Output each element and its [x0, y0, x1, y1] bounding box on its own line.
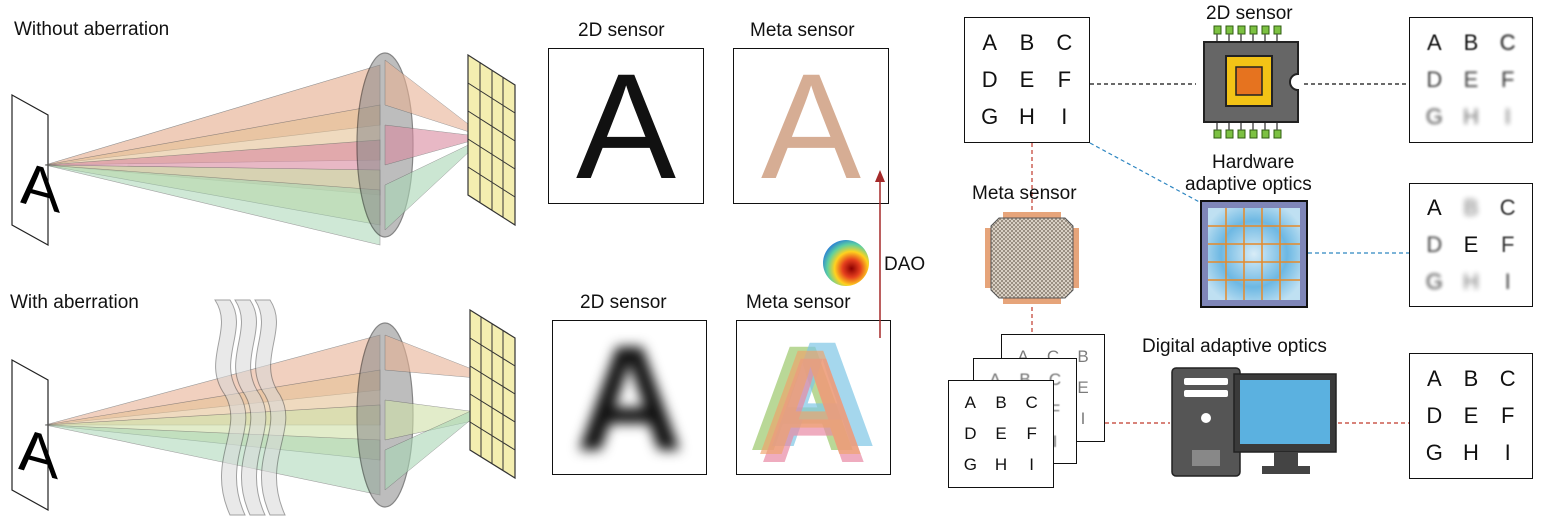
- grid-letter: G: [1425, 104, 1443, 130]
- grid-letter: A: [1017, 346, 1029, 366]
- grid-letter: B: [1463, 195, 1479, 221]
- grid-letter: C: [1499, 29, 1516, 55]
- grid-letter: B: [995, 392, 1007, 412]
- grid-letter: E: [995, 423, 1007, 443]
- dao-label: DAO: [884, 254, 926, 275]
- grid-letter: B: [1077, 346, 1089, 366]
- bottom-2d-sensor-image: A: [552, 320, 707, 475]
- grid-letter: A: [1426, 195, 1442, 221]
- pixel-sensor-top: [467, 53, 516, 227]
- grid-letter: C: [1025, 392, 1038, 412]
- grid-letter: H: [994, 455, 1008, 475]
- chip-2d-sensor-label: 2D sensor: [1206, 3, 1293, 24]
- meta-sensor-chip-label: Meta sensor: [972, 183, 1077, 204]
- grid-letter: I: [1061, 104, 1068, 130]
- bottom-meta-sensor-image: A A A A: [736, 320, 891, 475]
- object-letter-bottom: A: [18, 415, 58, 493]
- grid-letter: G: [981, 104, 999, 130]
- grid-letter: H: [1019, 104, 1035, 130]
- grid-letter: F: [1057, 66, 1072, 92]
- grid-letter: E: [1463, 66, 1479, 92]
- without-aberration-label: Without aberration: [14, 19, 170, 40]
- grid-letter: I: [1504, 440, 1511, 466]
- grid-letter: A: [980, 365, 1010, 396]
- grid-letter: I: [1504, 268, 1511, 294]
- ghost-letter-green: A: [748, 320, 857, 475]
- top-2d-sensor-image: A: [548, 48, 704, 204]
- grid-letter: E: [1077, 377, 1089, 397]
- grid-letter: C: [1499, 195, 1516, 221]
- optical-setup-with-aberration: A: [11, 299, 516, 516]
- top-meta-sensor-image: A: [733, 48, 889, 204]
- grid-letter: I: [1504, 104, 1511, 130]
- aberration-layers: [214, 299, 287, 516]
- grid-letter: F: [1026, 423, 1037, 443]
- hardware-ao-label-line1: Hardware: [1212, 152, 1295, 173]
- grid-letter: A: [1426, 29, 1442, 55]
- deformable-mirror-icon: [1200, 200, 1308, 308]
- dao-arrow: [875, 170, 885, 338]
- grid-letter: F: [1500, 402, 1515, 428]
- digital-ao-label: Digital adaptive optics: [1142, 336, 1327, 357]
- grid-letter: H: [1463, 440, 1479, 466]
- ghost-letter-orange: A: [756, 320, 865, 475]
- grid-letter: A: [964, 392, 976, 412]
- pixel-sensor-bottom: [469, 308, 516, 480]
- wavefront-icon: [823, 240, 869, 286]
- grid-letter: B: [1463, 29, 1479, 55]
- grid-letter: A: [1426, 365, 1442, 391]
- grid-letter: D: [964, 423, 977, 443]
- grid-letter: I: [1029, 455, 1035, 475]
- ghost-letter-pink: A: [759, 326, 868, 475]
- grid-letter: G: [963, 455, 977, 475]
- optical-setup-without-aberration: A: [11, 52, 516, 247]
- grid-letter: D: [981, 66, 998, 92]
- top-2d-sensor-title: 2D sensor: [578, 20, 665, 41]
- grid-letter: G: [1425, 268, 1443, 294]
- meta-sensor-chip-icon: [985, 212, 1079, 304]
- ghost-letter-blue: A: [768, 320, 877, 475]
- meta-letter: A: [760, 42, 862, 210]
- computer-icon: [1171, 367, 1337, 477]
- grid-letter: D: [1426, 402, 1443, 428]
- chip-icon: [1203, 25, 1299, 139]
- grid-letter: D: [1426, 231, 1443, 257]
- object-letter-top: A: [20, 148, 60, 226]
- grid-letter: B: [1019, 29, 1035, 55]
- grid-letter: B: [1463, 365, 1479, 391]
- grid-letter: E: [1463, 231, 1479, 257]
- grid-letter: C: [1499, 365, 1516, 391]
- bottom-2d-sensor-title: 2D sensor: [580, 292, 667, 313]
- grid-letter: H: [1463, 268, 1479, 294]
- grid-letter: E: [1463, 402, 1479, 428]
- top-meta-sensor-title: Meta sensor: [750, 20, 855, 41]
- bottom-meta-sensor-title: Meta sensor: [746, 292, 851, 313]
- with-aberration-label: With aberration: [10, 292, 139, 313]
- grid-letter: F: [1500, 66, 1515, 92]
- grid-letter: C: [1056, 29, 1073, 55]
- grid-letter: D: [1426, 66, 1443, 92]
- grid-letter: I: [1052, 431, 1058, 451]
- grid-letter: E: [1019, 66, 1035, 92]
- blurred-letter: A: [575, 314, 684, 482]
- grid-letter: A: [982, 29, 997, 55]
- sharp-letter: A: [575, 42, 677, 210]
- grid-letter: H: [1463, 104, 1479, 130]
- grid-letter: I: [1080, 409, 1086, 429]
- hardware-ao-label-line2: adaptive optics: [1185, 174, 1312, 195]
- grid-letter: F: [1500, 231, 1515, 257]
- grid-letter: G: [1425, 440, 1443, 466]
- grid-letter: B: [1010, 365, 1040, 396]
- grid-letter: F: [1049, 400, 1061, 420]
